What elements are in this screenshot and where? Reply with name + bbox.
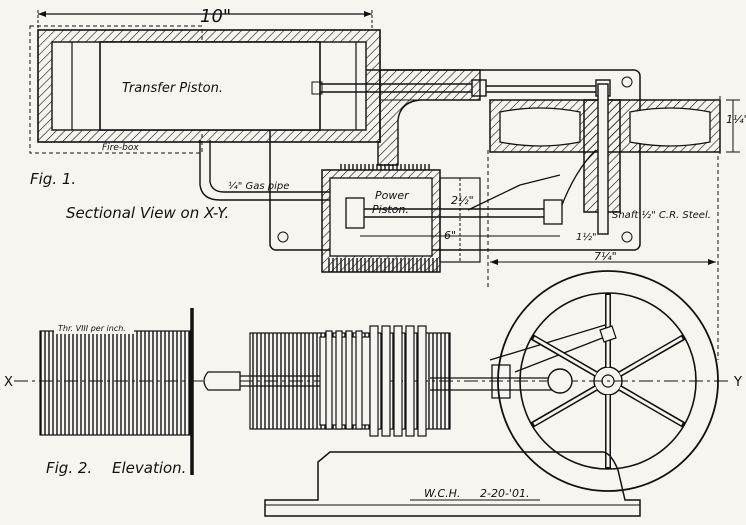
label-y: Y — [733, 375, 742, 390]
power-rod: 1½" — [345, 197, 597, 243]
drawing-date: 2-20-'01. — [480, 487, 529, 500]
elevation-view: X Y Thr. VIII per inch. — [4, 270, 742, 517]
fire-box-outline — [29, 25, 203, 154]
frame-casting — [377, 69, 481, 166]
threaded-section — [39, 330, 191, 436]
sectional-view: 10" Transfer Piston. Fire-box — [29, 6, 746, 360]
sectional-caption: Sectional View on X-Y. — [66, 204, 229, 222]
dimension-label-power-dia: 2½" — [451, 194, 474, 207]
elevation-rods — [203, 371, 560, 391]
label-x: X — [4, 375, 13, 390]
flywheel — [497, 270, 719, 492]
standard — [491, 364, 511, 399]
base — [264, 451, 641, 517]
thread-label: Thr. VIII per inch. — [58, 324, 126, 333]
dimension-label-rod: 1½" — [576, 231, 597, 243]
gas-pipe-label: ¼" Gas pipe — [228, 180, 289, 192]
flywheel-section: 1¼" — [489, 83, 746, 235]
dimension-label-base: 7¼" — [594, 250, 617, 263]
transfer-cylinder: Transfer Piston. Fire-box — [37, 29, 381, 153]
shaft-label: Shaft ½" C.R. Steel. — [612, 209, 711, 221]
fig2-caption: Fig. 2. — [46, 459, 92, 477]
dimension-base-length: 7¼" — [487, 150, 719, 360]
dimension-cylinder-length: 10" — [37, 6, 373, 30]
dimension-label-flywheel: 1¼" — [726, 113, 746, 126]
fig1-caption: Fig. 1. — [30, 170, 76, 188]
dimension-label-cylinder: 10" — [200, 6, 231, 27]
transfer-piston-label: Transfer Piston. — [122, 81, 223, 96]
fire-box-label: Fire-box — [102, 143, 139, 153]
transfer-piston — [99, 41, 321, 131]
gas-pipe: ¼" Gas pipe — [199, 140, 340, 201]
crank-arm — [559, 149, 597, 211]
power-piston-label-1: Power — [375, 189, 410, 202]
elevation-caption: Elevation. — [112, 459, 186, 477]
signature: W.C.H. — [424, 487, 460, 500]
